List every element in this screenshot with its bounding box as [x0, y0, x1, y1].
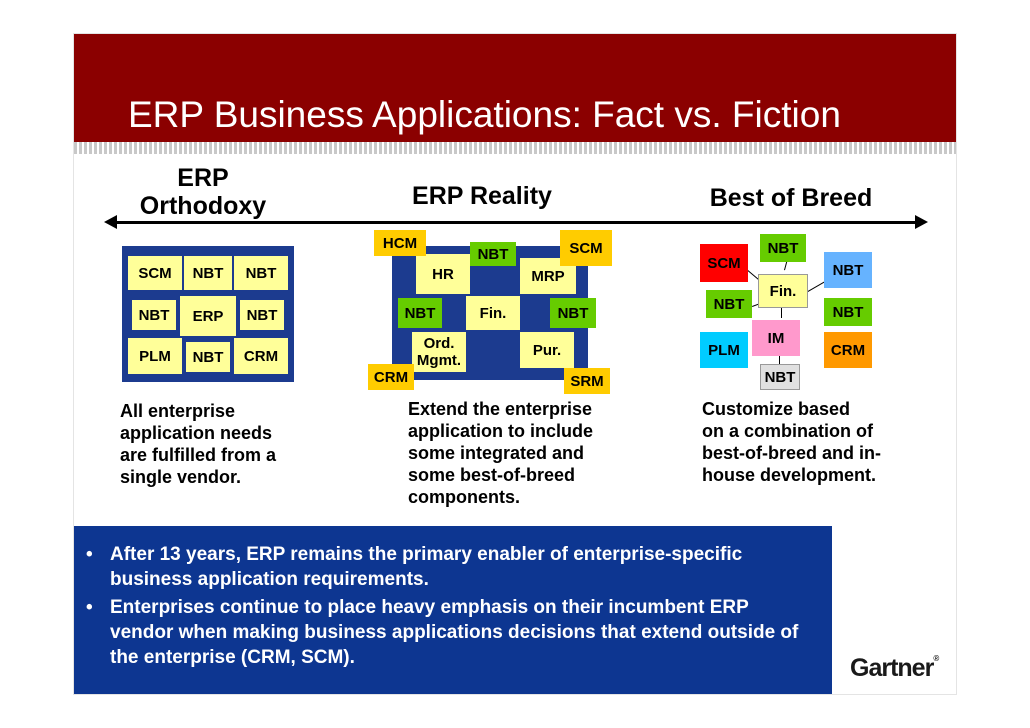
reality-box-pur: Pur. — [520, 332, 574, 368]
bob-box-nbt: NBT — [760, 364, 800, 390]
reality-box-mrp: MRP — [520, 258, 576, 294]
orthodoxy-box-nbt: NBT — [186, 342, 230, 372]
spectrum-arrow — [104, 215, 928, 229]
bob-box-nbt: NBT — [706, 290, 752, 318]
reality-box-scm: SCM — [560, 230, 612, 266]
reality-box-hcm: HCM — [374, 230, 426, 256]
orthodoxy-box-scm: SCM — [128, 256, 182, 290]
title-divider — [74, 142, 956, 154]
bob-box-crm: CRM — [824, 332, 872, 368]
orthodoxy-box-plm: PLM — [128, 338, 182, 374]
reality-box-srm: SRM — [564, 368, 610, 394]
orthodoxy-box-nbt: NBT — [184, 256, 232, 290]
bob-box-nbt: NBT — [824, 298, 872, 326]
bullet-text: Enterprises continue to place heavy emph… — [110, 597, 799, 668]
summary-bullet: • After 13 years, ERP remains the primary… — [86, 542, 816, 592]
orthodoxy-description: All enterprise application needs are ful… — [120, 401, 277, 487]
orthodoxy-box-nbt: NBT — [234, 256, 288, 290]
slide: ERP Business Applications: Fact vs. Fict… — [74, 34, 956, 694]
reality-box-hr: HR — [416, 254, 470, 294]
bob-box-im: IM — [752, 320, 800, 356]
reality-box-nbt: NBT — [398, 298, 442, 328]
bullet-text: After 13 years, ERP remains the primary … — [110, 544, 743, 590]
reality-box-nbt: NBT — [470, 242, 516, 266]
summary-bullets: • After 13 years, ERP remains the primary… — [86, 542, 816, 673]
orthodoxy-box-crm: CRM — [234, 338, 288, 374]
reality-box-fin: Fin. — [466, 296, 520, 330]
title-bar: ERP Business Applications: Fact vs. Fict… — [74, 34, 956, 154]
slide-title: ERP Business Applications: Fact vs. Fict… — [128, 94, 841, 135]
bullet-marker: • — [86, 597, 93, 618]
bob-box-fin: Fin. — [758, 274, 808, 308]
summary-panel: • After 13 years, ERP remains the primary… — [74, 526, 832, 694]
orthodoxy-box-nbt: NBT — [240, 300, 284, 330]
orthodoxy-box-nbt: NBT — [132, 300, 176, 330]
reality-box-nbt: NBT — [550, 298, 596, 328]
heading-erp-reality: ERP Reality — [412, 182, 552, 210]
logo-registered-mark: ® — [933, 654, 940, 663]
heading-line-2: Orthodoxy — [139, 192, 267, 220]
reality-description: Extend the enterprise application to inc… — [408, 399, 594, 507]
summary-bullet: • Enterprises continue to place heavy emp… — [86, 595, 816, 670]
connector-line — [806, 281, 826, 293]
bob-box-plm: PLM — [700, 332, 748, 368]
bullet-marker: • — [86, 544, 93, 565]
heading-best-of-breed: Best of Breed — [709, 184, 873, 212]
heading-erp-orthodoxy: ERP Orthodoxy — [128, 164, 278, 220]
bob-box-scm: SCM — [700, 244, 748, 282]
logo-text: Gartner — [850, 654, 934, 682]
gartner-logo: Gartner® — [850, 654, 939, 683]
reality-box-ord-mgmt: Ord. Mgmt. — [412, 332, 466, 372]
bob-box-nbt: NBT — [824, 252, 872, 288]
heading-line-1: ERP — [177, 164, 229, 192]
best-of-breed-description: Customize based on a combination of best… — [702, 399, 881, 485]
reality-box-crm: CRM — [368, 364, 414, 390]
orthodoxy-box-erp: ERP — [180, 296, 236, 336]
bob-box-nbt: NBT — [760, 234, 806, 262]
